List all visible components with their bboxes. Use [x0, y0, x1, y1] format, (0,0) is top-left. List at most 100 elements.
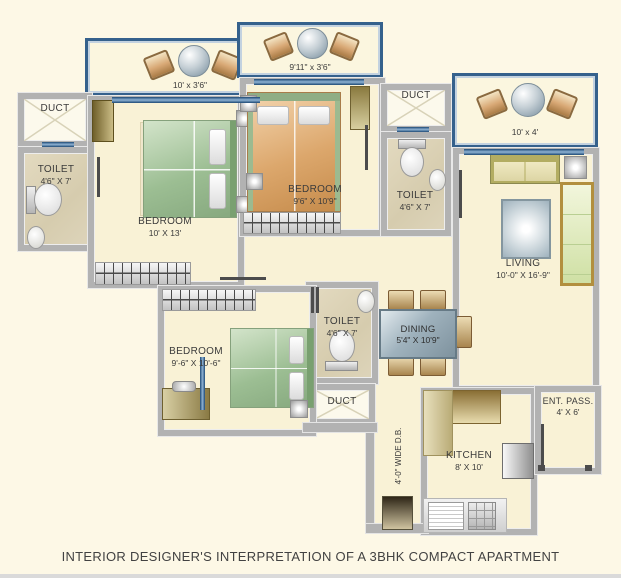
chair-icon [262, 31, 295, 62]
sofa-seat [494, 162, 556, 181]
bedroom-middle-name: BEDROOM [288, 184, 342, 195]
living-name: LIVING [505, 258, 541, 269]
stove-icon [468, 502, 496, 530]
stool-icon [564, 156, 587, 179]
bed-icon [143, 120, 237, 218]
chair-icon [545, 88, 579, 120]
shoe-cabinet-icon [382, 496, 413, 530]
duct-cross-icon [24, 99, 86, 141]
toilet-middle-label: TOILET 4'6" X 7' [382, 190, 448, 212]
tv-cabinet-icon [560, 182, 594, 286]
dining-label: DINING [400, 323, 436, 335]
wc-icon [329, 330, 355, 362]
fridge-icon [502, 443, 534, 479]
lamp-icon [246, 173, 263, 190]
bedroom-middle-label: BEDROOM 9'6" X 10'9" [260, 184, 370, 206]
pillow-icon [289, 336, 304, 364]
toilet-center-name: TOILET [323, 316, 361, 327]
toilet-center-label: TOILET 4'6" X 7' [309, 316, 375, 338]
door-stub [585, 465, 592, 471]
balcony-left-dims: 10' x 3'6" [172, 79, 208, 90]
toilet-center-dims: 4'6" X 7' [326, 328, 358, 338]
pillow-icon [289, 372, 304, 400]
bedroom-master-dims: 10' X 13' [148, 228, 182, 238]
side-table-icon [350, 86, 370, 130]
wall-db-left [366, 425, 374, 532]
window [397, 127, 429, 132]
toilet-middle-name: TOILET [396, 190, 434, 201]
door-stub [538, 465, 545, 471]
dresser-icon [92, 100, 114, 142]
chair-icon [420, 356, 446, 376]
window [464, 149, 584, 155]
window [254, 79, 364, 85]
chair-icon [388, 290, 414, 310]
duct-cross-icon [387, 90, 445, 126]
door-leaf [365, 125, 368, 170]
round-table-icon [297, 28, 328, 59]
chair-icon [142, 49, 176, 81]
pillow-icon [257, 106, 289, 125]
toilet-left-dims: 4'6" X 7' [40, 176, 72, 186]
headboard [307, 329, 313, 407]
kitchen-label: KITCHEN 8' X 10' [423, 450, 515, 472]
sink-icon [27, 226, 45, 249]
bed-icon [230, 328, 314, 408]
duct-top-left-label: DUCT [40, 103, 70, 114]
duct-center-label: DUCT [327, 396, 357, 407]
entrance-door-leaf [541, 424, 544, 470]
round-table-icon [511, 83, 545, 117]
chair-icon [388, 356, 414, 376]
balcony-right: 10' x 4' [452, 73, 598, 148]
bedroom-master-name: BEDROOM [138, 216, 192, 227]
cistern-icon [325, 361, 358, 371]
ent-pass-dims: 4' X 6' [556, 406, 580, 417]
bedroom-bottom-name: BEDROOM [169, 346, 223, 357]
chair-icon [328, 31, 361, 62]
door-leaf [459, 170, 462, 218]
wardrobe-icon [162, 289, 256, 311]
chair-icon [456, 316, 472, 348]
living-label: LIVING 10'-0" X 16'-9" [468, 258, 578, 280]
duct-top-right-label: DUCT [401, 90, 431, 101]
window [42, 142, 74, 147]
door-leaf [220, 277, 266, 280]
kitchen-counter-icon [423, 390, 453, 456]
duct-top-left [18, 93, 92, 147]
round-table-icon [178, 45, 210, 77]
window [200, 357, 205, 410]
bedroom-master-label: BEDROOM 10' X 13' [110, 216, 220, 238]
kitchen-dims: 8' X 10' [455, 462, 483, 472]
jar-icon [172, 381, 196, 392]
balcony-right-dims: 10' x 4' [511, 126, 539, 137]
headboard [248, 93, 340, 101]
bedroom-middle-dims: 9'6" X 10'9" [293, 196, 337, 206]
bed-rail [248, 101, 253, 211]
sofa-icon [490, 154, 560, 184]
dining-dims: 5'4" X 10'9" [396, 334, 440, 345]
bedroom-bottom-label: BEDROOM 9'-6" X 10'-6" [141, 346, 251, 368]
bottom-edge-strip [0, 574, 621, 578]
wc-icon [400, 147, 424, 177]
toilet-left-label: TOILET 4'6" X 7' [20, 164, 92, 186]
ent-pass-name: ENT. PASS. [542, 396, 594, 406]
rug-icon [501, 199, 551, 259]
kitchen-name: KITCHEN [446, 450, 492, 461]
chair-icon [420, 290, 446, 310]
toilet-left-name: TOILET [37, 164, 75, 175]
living-dims: 10'-0" X 16'-9" [496, 270, 550, 280]
window [112, 97, 260, 103]
balcony-middle-dims: 9'11" x 3'6" [289, 61, 331, 72]
duct-cross-icon [315, 390, 369, 419]
duct-top-right [381, 84, 451, 132]
door-leaf [311, 287, 314, 313]
dining-table-icon: DINING 5'4" X 10'9" [379, 309, 457, 359]
door-leaf [97, 157, 100, 197]
bed-icon [247, 92, 341, 212]
sink-icon [429, 169, 446, 191]
sink-icon [357, 290, 375, 313]
pillow-icon [209, 129, 226, 165]
ent-pass-label: ENT. PASS. 4' X 6' [537, 396, 599, 417]
plan-caption: INTERIOR DESIGNER'S INTERPRETATION OF A … [61, 549, 560, 564]
